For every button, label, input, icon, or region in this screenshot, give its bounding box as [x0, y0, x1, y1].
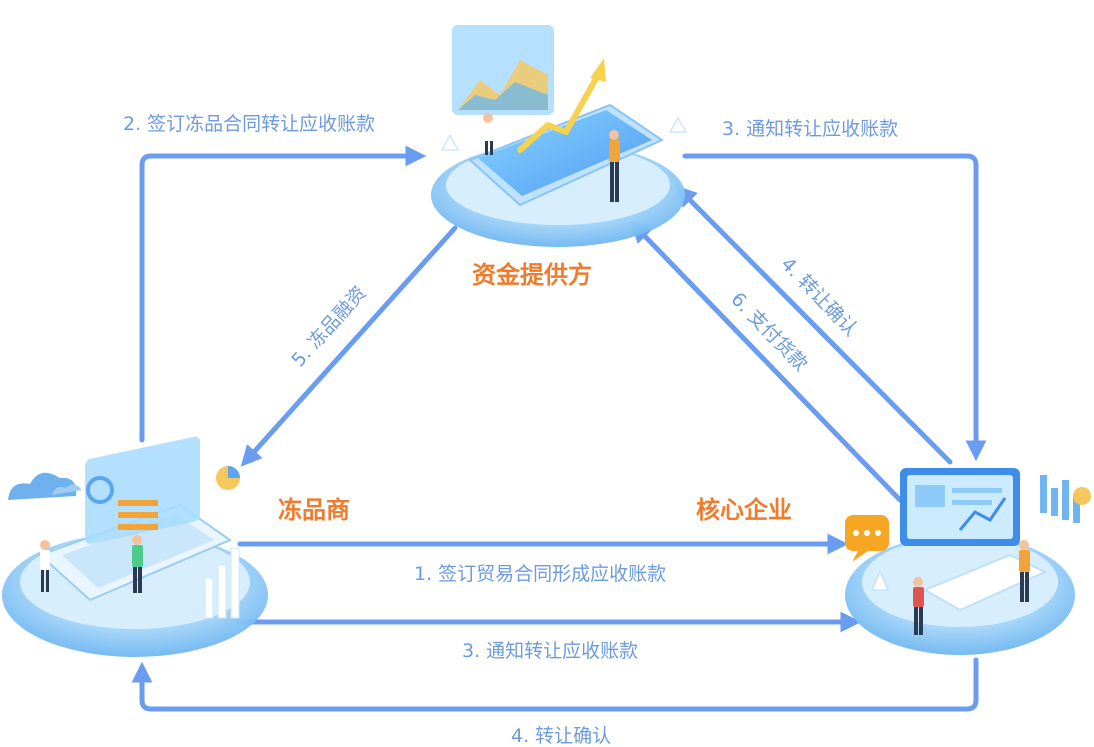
arrow-frozen-financing	[240, 225, 458, 467]
label-funding-provider: 资金提供方	[472, 261, 592, 289]
label-core-enterprise: 核心企业	[696, 496, 792, 524]
label-frozen-merchant: 冻品商	[278, 496, 350, 524]
label-frozen-financing: 5. 冻品融资	[287, 282, 370, 371]
arrow-transfer-confirm-right	[675, 185, 953, 465]
arrow-notify-transfer-right	[682, 153, 987, 462]
label-notify-transfer-right: 3. 通知转让应收账款	[722, 118, 898, 140]
mobile-finance-platform-icon	[431, 25, 687, 247]
node-funding-provider: 资金提供方	[431, 25, 687, 289]
node-frozen-merchant: 冻品商	[2, 436, 350, 657]
arrow-transfer-confirm-bottom	[131, 657, 979, 712]
edges	[131, 145, 987, 712]
arrow-sign-transfer-contract	[139, 145, 427, 443]
desktop-enterprise-icon	[845, 468, 1091, 655]
node-core-enterprise: 核心企业	[696, 468, 1091, 655]
arrow-pay-goods	[630, 221, 903, 503]
label-sign-trade-contract: 1. 签订贸易合同形成应收账款	[414, 563, 666, 585]
label-notify-transfer-bottom: 3. 通知转让应收账款	[462, 640, 638, 662]
laptop-workstation-icon	[2, 436, 268, 657]
label-transfer-confirm-bottom: 4. 转让确认	[511, 725, 611, 747]
label-sign-transfer-contract: 2. 签订冻品合同转让应收账款	[123, 113, 375, 135]
